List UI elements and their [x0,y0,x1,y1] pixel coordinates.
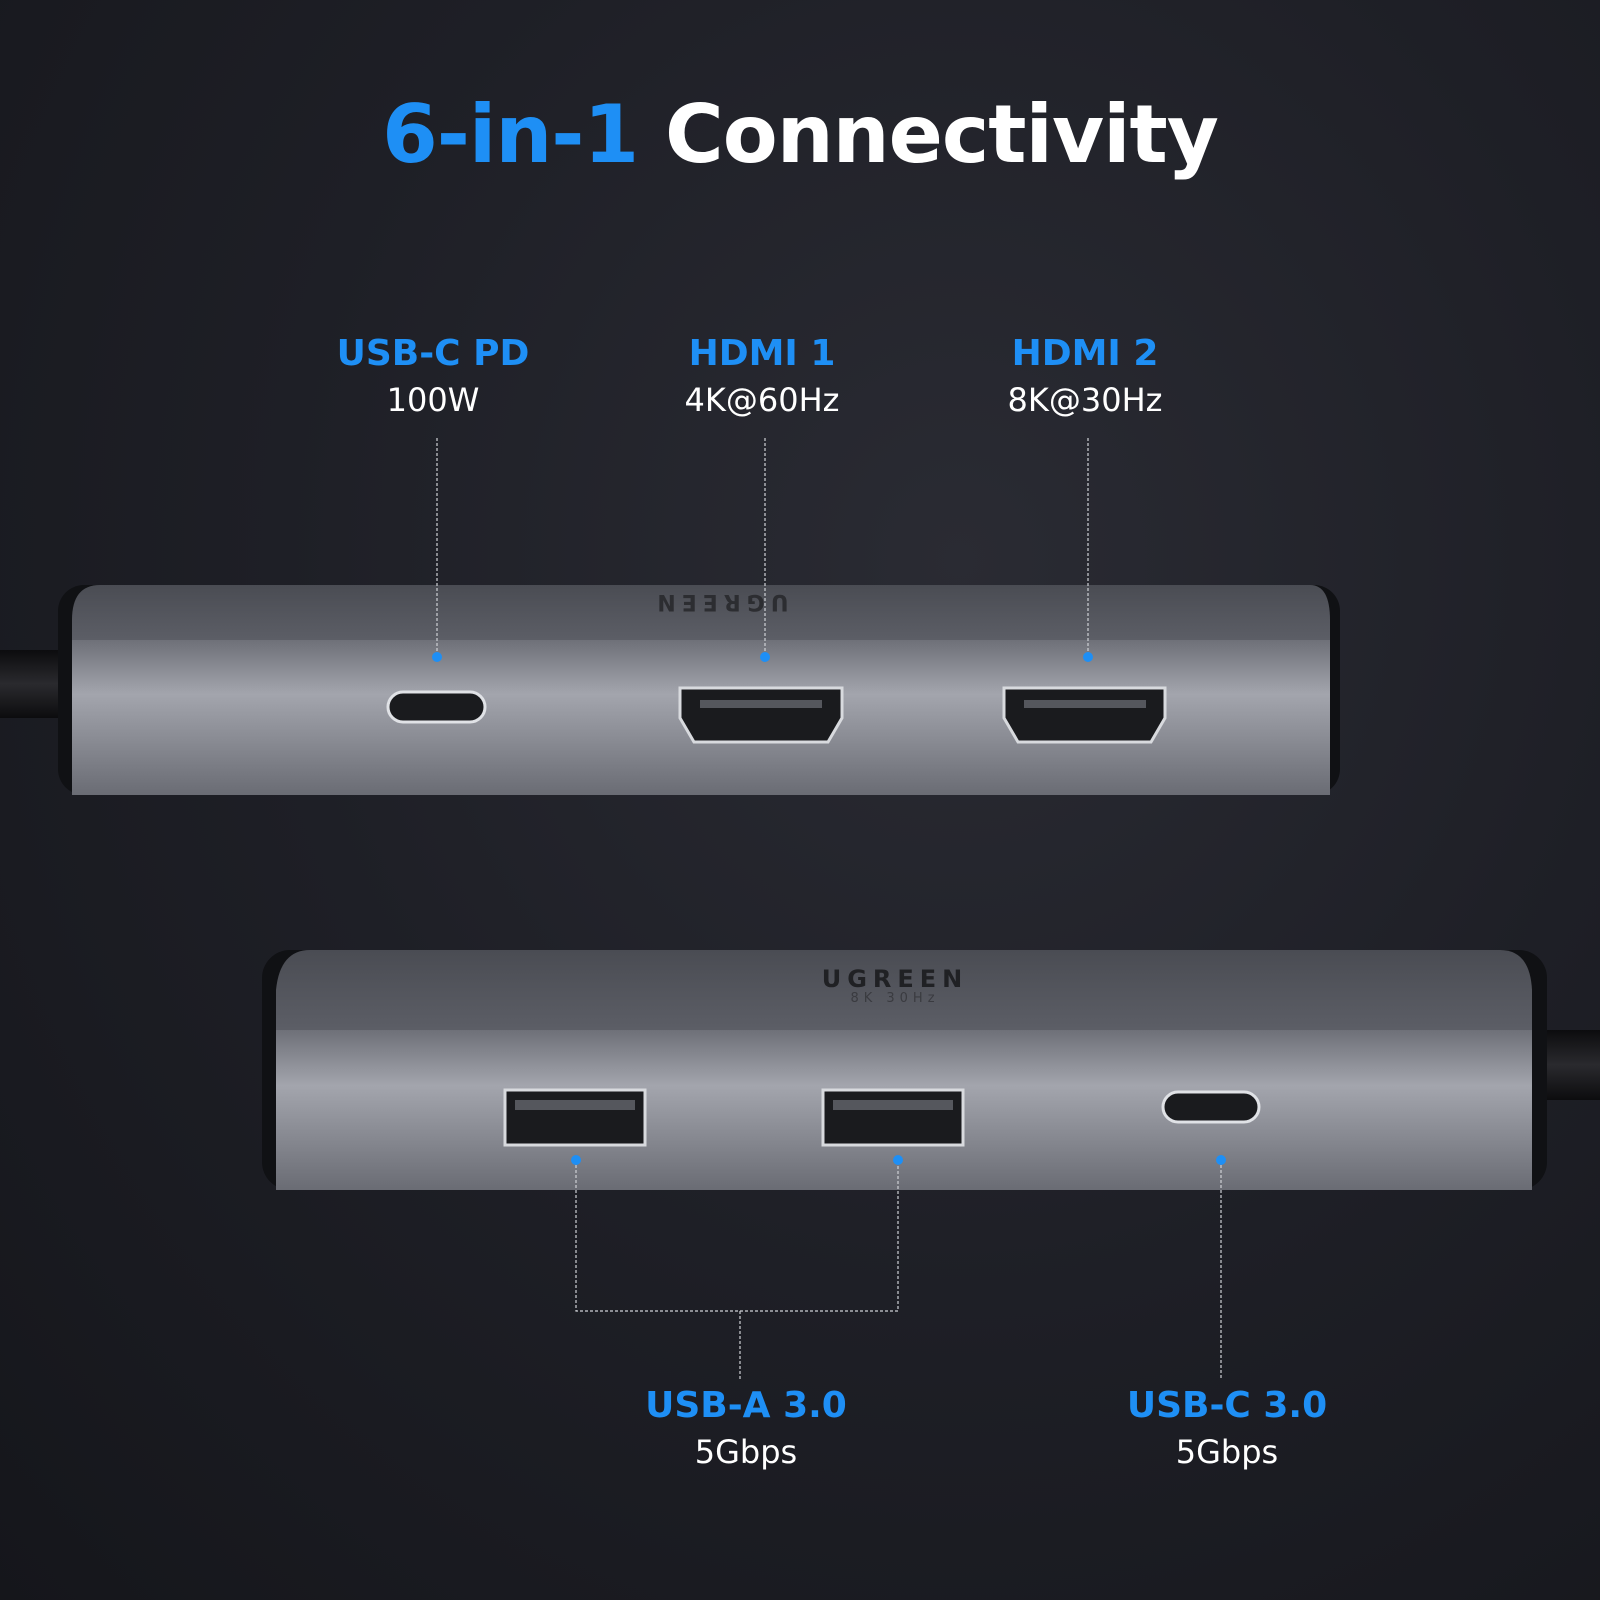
port-name: USB-C PD [336,333,530,374]
port-name: USB-A 3.0 [645,1385,847,1426]
hdmi-port-1 [678,686,844,744]
usb-a-port-2 [821,1088,965,1147]
brand-sub-text: 8K 30Hz [850,991,939,1006]
port-name: USB-C 3.0 [1126,1385,1328,1426]
usb-c-port [386,690,487,724]
title-highlight: 6-in-1 [382,88,639,181]
hub-bottom-view: UGREEN 8K 30Hz [262,950,1600,1190]
port-spec: 5Gbps [694,1433,798,1471]
port-name: HDMI 1 [688,333,836,374]
port-label-usb-c-pd: USB-C PD 100W [283,332,583,424]
port-label-hdmi-1: HDMI 1 4K@60Hz [612,332,912,424]
title-rest: Connectivity [665,88,1219,181]
port-spec: 8K@30Hz [1007,381,1163,419]
brand-logo: UGREEN [822,965,969,993]
page-title: 6-in-1 Connectivity [0,88,1600,181]
usb-c-port [1161,1090,1261,1124]
callout-dots [432,652,1226,1165]
callout-lines [436,438,1222,1380]
hdmi-port-2 [1002,686,1167,744]
hub-top-view: UGREEN [0,585,1340,795]
usb-a-port-1 [503,1088,647,1147]
port-label-hdmi-2: HDMI 2 8K@30Hz [935,332,1235,424]
port-name: HDMI 2 [1011,333,1159,374]
port-spec: 100W [386,381,480,419]
port-spec: 4K@60Hz [684,381,840,419]
hub-top-face [276,950,1532,1030]
hub-top-face [72,585,1330,640]
port-label-usb-c-3: USB-C 3.0 5Gbps [1077,1384,1377,1476]
brand-logo: UGREEN [651,589,788,614]
port-spec: 5Gbps [1175,1433,1279,1471]
port-label-usb-a: USB-A 3.0 5Gbps [596,1384,896,1476]
